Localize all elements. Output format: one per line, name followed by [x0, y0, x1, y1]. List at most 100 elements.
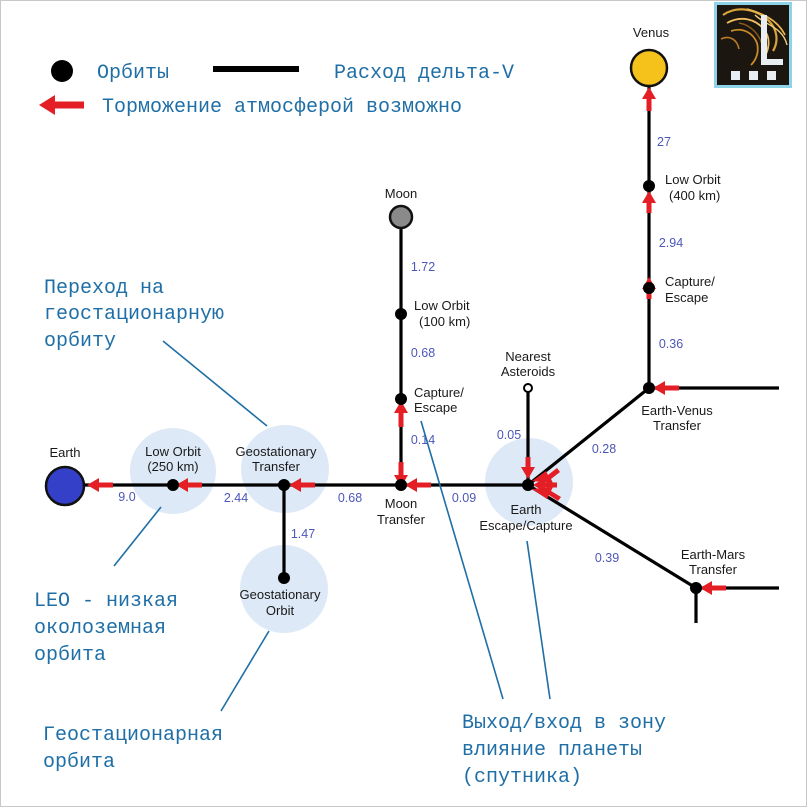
delta-v-value: 0.39 — [595, 551, 619, 565]
aerobrake-arrow — [521, 457, 535, 479]
node-labels: Earth Low Orbit (250 km) Geostationary T… — [49, 25, 745, 618]
delta-v-value: 9.0 — [118, 490, 135, 504]
gto-zone — [241, 425, 329, 513]
channel-logo — [714, 2, 792, 88]
delta-v-value: 0.68 — [338, 491, 362, 505]
earth-node — [44, 465, 86, 507]
gto-note: геостационарную — [44, 303, 224, 326]
aerobrake-arrow — [532, 487, 561, 501]
leo-label: (250 km) — [147, 459, 198, 474]
venus-low-orbit-node — [643, 180, 655, 192]
delta-v-value: 0.09 — [452, 491, 476, 505]
delta-v-value: 0.36 — [659, 337, 683, 351]
venus-capture-label: Capture/ — [665, 274, 715, 289]
gto-pointer — [162, 340, 268, 427]
delta-v-value: 0.68 — [411, 346, 435, 360]
legend-orbits-label: Орбиты — [97, 62, 169, 85]
leo-zone — [130, 428, 216, 514]
aerobrake-arrow — [87, 478, 113, 492]
leo-note: LEO - низкая — [34, 590, 178, 613]
delta-v-value: 1.47 — [291, 527, 315, 541]
delta-v-value: 2.44 — [224, 491, 248, 505]
soi-note: (спутника) — [462, 766, 582, 789]
gto-note: орбиту — [44, 330, 116, 353]
mars-transfer-node — [690, 582, 702, 594]
moon-capture-label: Escape — [414, 400, 457, 415]
leo-note: орбита — [34, 644, 106, 667]
venus-transfer-node — [643, 382, 655, 394]
delta-v-value: 0.05 — [497, 428, 521, 442]
moon-low-orbit-node — [395, 308, 407, 320]
aerobrake-arrow — [532, 468, 560, 483]
earth-escape-node — [522, 479, 534, 491]
soi-pointer-earth — [526, 540, 551, 700]
asteroids-label: Nearest — [505, 349, 551, 364]
mars-transfer-label: Transfer — [689, 562, 738, 577]
moon-capture-label: Capture/ — [414, 385, 464, 400]
moon-low-label: Low Orbit — [414, 298, 470, 313]
earth-escape-label: Escape/Capture — [479, 518, 572, 533]
asteroids-node — [523, 383, 533, 393]
venus-node — [629, 48, 669, 88]
geo-note: Геостационарная — [43, 724, 223, 747]
aerobrake-arrow — [394, 401, 408, 427]
asteroids-label: Asteroids — [501, 364, 556, 379]
soi-pointer-moon — [420, 420, 504, 700]
aerobrake-arrow — [405, 478, 431, 492]
venus-transfer-label: Transfer — [653, 418, 702, 433]
delta-v-value: 0.28 — [592, 442, 616, 456]
legend-aerobrake-label: Торможение атмосферой возможно — [102, 96, 462, 119]
delta-v-labels: 9.0 2.44 1.47 0.68 0.14 0.68 1.72 0.09 0… — [118, 135, 683, 565]
venus-transfer-label: Earth-Venus — [641, 403, 713, 418]
venus-low-label: (400 km) — [669, 188, 720, 203]
moon-transfer-node — [395, 479, 407, 491]
geo-node — [278, 572, 290, 584]
gto-label: Transfer — [252, 459, 301, 474]
moon-low-label: (100 km) — [419, 314, 470, 329]
aerobrake-arrow — [176, 478, 202, 492]
leo-note: околоземная — [34, 617, 166, 640]
gto-label: Geostationary — [236, 444, 317, 459]
geo-label: Orbit — [266, 603, 295, 618]
geo-note: орбита — [43, 751, 115, 774]
leo-node — [167, 479, 179, 491]
soi-note: Выход/вход в зону — [462, 712, 666, 735]
moon-node — [388, 204, 414, 230]
venus-label: Venus — [633, 25, 670, 40]
delta-v-value: 27 — [657, 135, 671, 149]
delta-v-value: 0.14 — [411, 433, 435, 447]
aerobrake-arrow — [289, 478, 315, 492]
aerobrake-arrow — [642, 87, 656, 111]
legend: Орбиты Расход дельта-V Торможение атмосф… — [39, 60, 514, 119]
legend-orbit-dot — [51, 60, 73, 82]
logo-image — [717, 5, 789, 85]
moon-transfer-label: Transfer — [377, 512, 426, 527]
moon-label: Moon — [385, 186, 418, 201]
delta-v-value: 1.72 — [411, 260, 435, 274]
aerobrake-arrow — [653, 381, 679, 395]
aerobrake-arrow — [642, 191, 656, 213]
geo-zone — [240, 545, 328, 633]
annotations: Переход на геостационарную орбиту LEO - … — [34, 277, 666, 789]
nodes — [44, 48, 702, 594]
geo-pointer — [220, 630, 270, 712]
legend-delta-v-label: Расход дельта-V — [334, 62, 514, 85]
leo-pointer — [113, 506, 162, 567]
aerobraking-arrows — [87, 87, 726, 595]
earth-label: Earth — [49, 445, 80, 460]
moon-transfer-label: Moon — [385, 496, 418, 511]
venus-capture-label: Escape — [665, 290, 708, 305]
geo-label: Geostationary — [240, 587, 321, 602]
earth-escape-label: Earth — [510, 502, 541, 517]
gto-note: Переход на — [44, 277, 164, 300]
gto-node — [278, 479, 290, 491]
venus-capture-node — [643, 282, 655, 294]
delta-v-value: 2.94 — [659, 236, 683, 250]
mars-transfer-label: Earth-Mars — [681, 547, 746, 562]
aerobrake-arrow — [700, 581, 726, 595]
route-escape-mars-transfer — [527, 483, 697, 590]
leo-label: Low Orbit — [145, 444, 201, 459]
soi-note: влияние планеты — [462, 739, 642, 762]
